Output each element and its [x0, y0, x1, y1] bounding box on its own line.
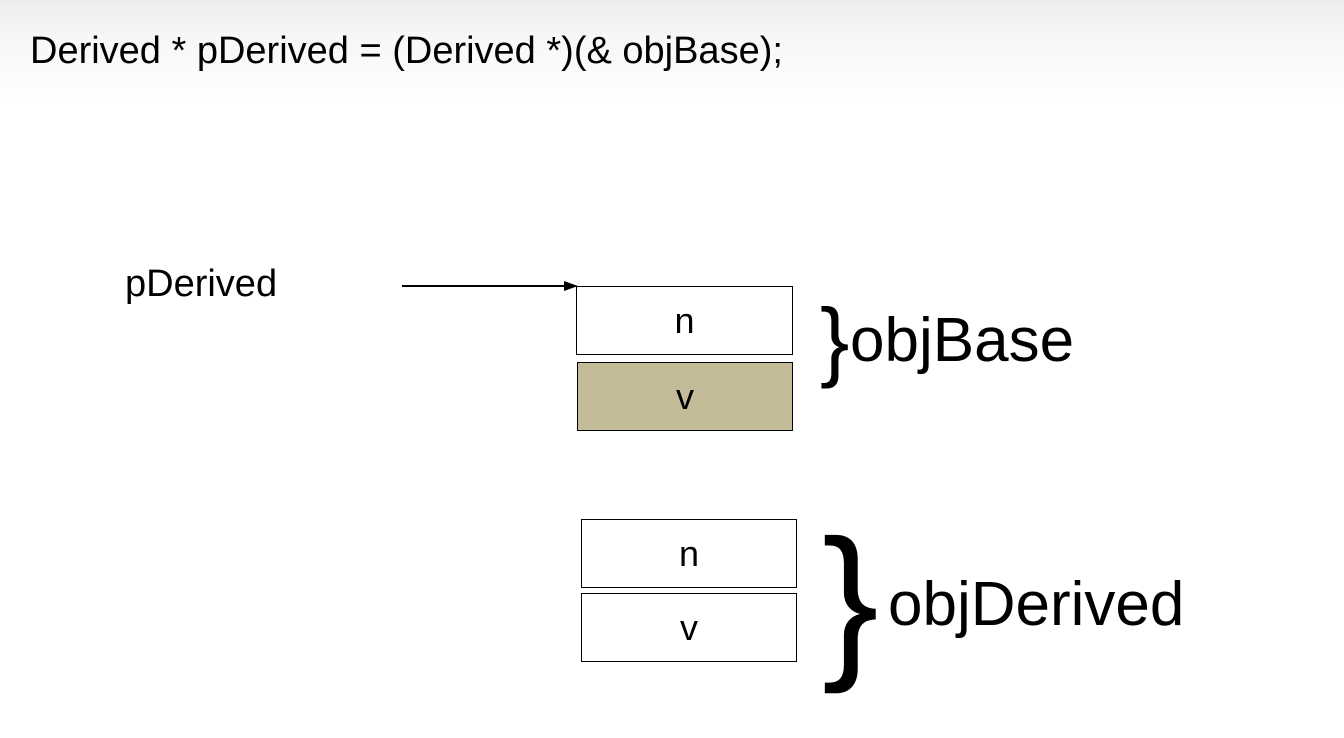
objbase-field-v-label: v [676, 375, 694, 417]
objbase-field-v: v [577, 362, 793, 431]
header-band [0, 0, 1344, 104]
pointer-label: pDerived [125, 263, 278, 305]
objderived-field-v: v [581, 593, 797, 662]
objderived-field-v-label: v [680, 606, 698, 648]
objbase-field-n: n [576, 286, 793, 355]
objderived-field-n-label: n [678, 532, 700, 574]
objbase-label: objBase [850, 306, 1075, 375]
objbase-field-n-label: n [674, 299, 695, 341]
code-statement: Derived * pDerived = (Derived *)(& objBa… [30, 30, 783, 72]
objderived-brace: } [822, 505, 879, 695]
arrow-head [564, 281, 578, 291]
objderived-label: objDerived [888, 570, 1185, 639]
objbase-brace: } [820, 290, 850, 389]
pointer-arrow [402, 281, 578, 291]
objderived-field-n: n [581, 519, 797, 588]
